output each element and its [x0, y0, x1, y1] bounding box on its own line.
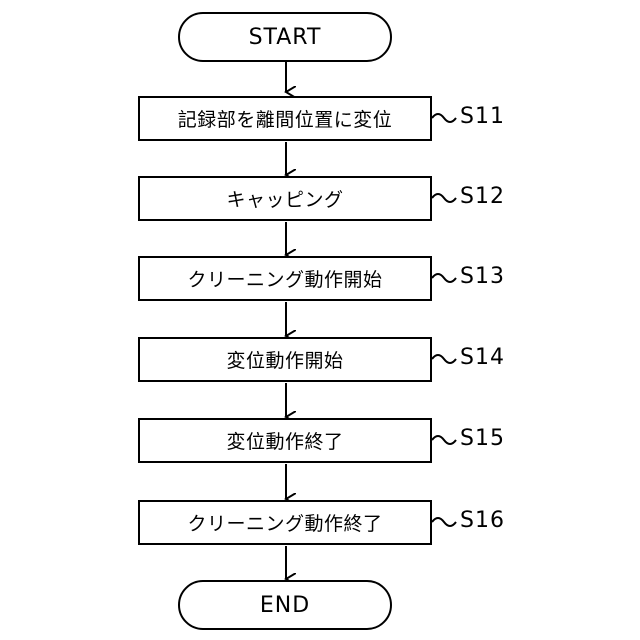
step-s15-text: 変位動作終了: [226, 427, 343, 454]
leader-s13: [432, 274, 456, 282]
step-label-s14: S14: [460, 345, 505, 370]
leader-s16: [432, 518, 456, 526]
step-s14-text: 変位動作開始: [226, 346, 343, 373]
step-s16-box: クリーニング動作終了: [138, 500, 432, 545]
step-s12-box: キャッピング: [138, 176, 432, 221]
step-s15-box: 変位動作終了: [138, 418, 432, 463]
step-label-s11: S11: [460, 104, 505, 129]
step-s11-box: 記録部を離間位置に変位: [138, 96, 432, 141]
leader-s12: [432, 194, 456, 202]
leader-s15: [432, 436, 456, 444]
step-label-s13: S13: [460, 264, 505, 289]
step-s13-text: クリーニング動作開始: [187, 265, 382, 292]
step-s13-box: クリーニング動作開始: [138, 256, 432, 301]
step-label-s15: S15: [460, 426, 505, 451]
leader-s14: [432, 355, 456, 363]
step-label-s16: S16: [460, 508, 505, 533]
step-s16-text: クリーニング動作終了: [187, 509, 382, 536]
step-s14-box: 変位動作開始: [138, 337, 432, 382]
start-terminal: START: [178, 12, 392, 62]
end-terminal: END: [178, 580, 392, 630]
step-s12-text: キャッピング: [226, 185, 343, 212]
leader-s11: [432, 114, 456, 122]
step-label-s12: S12: [460, 184, 505, 209]
step-s11-text: 記録部を離間位置に変位: [178, 105, 393, 132]
